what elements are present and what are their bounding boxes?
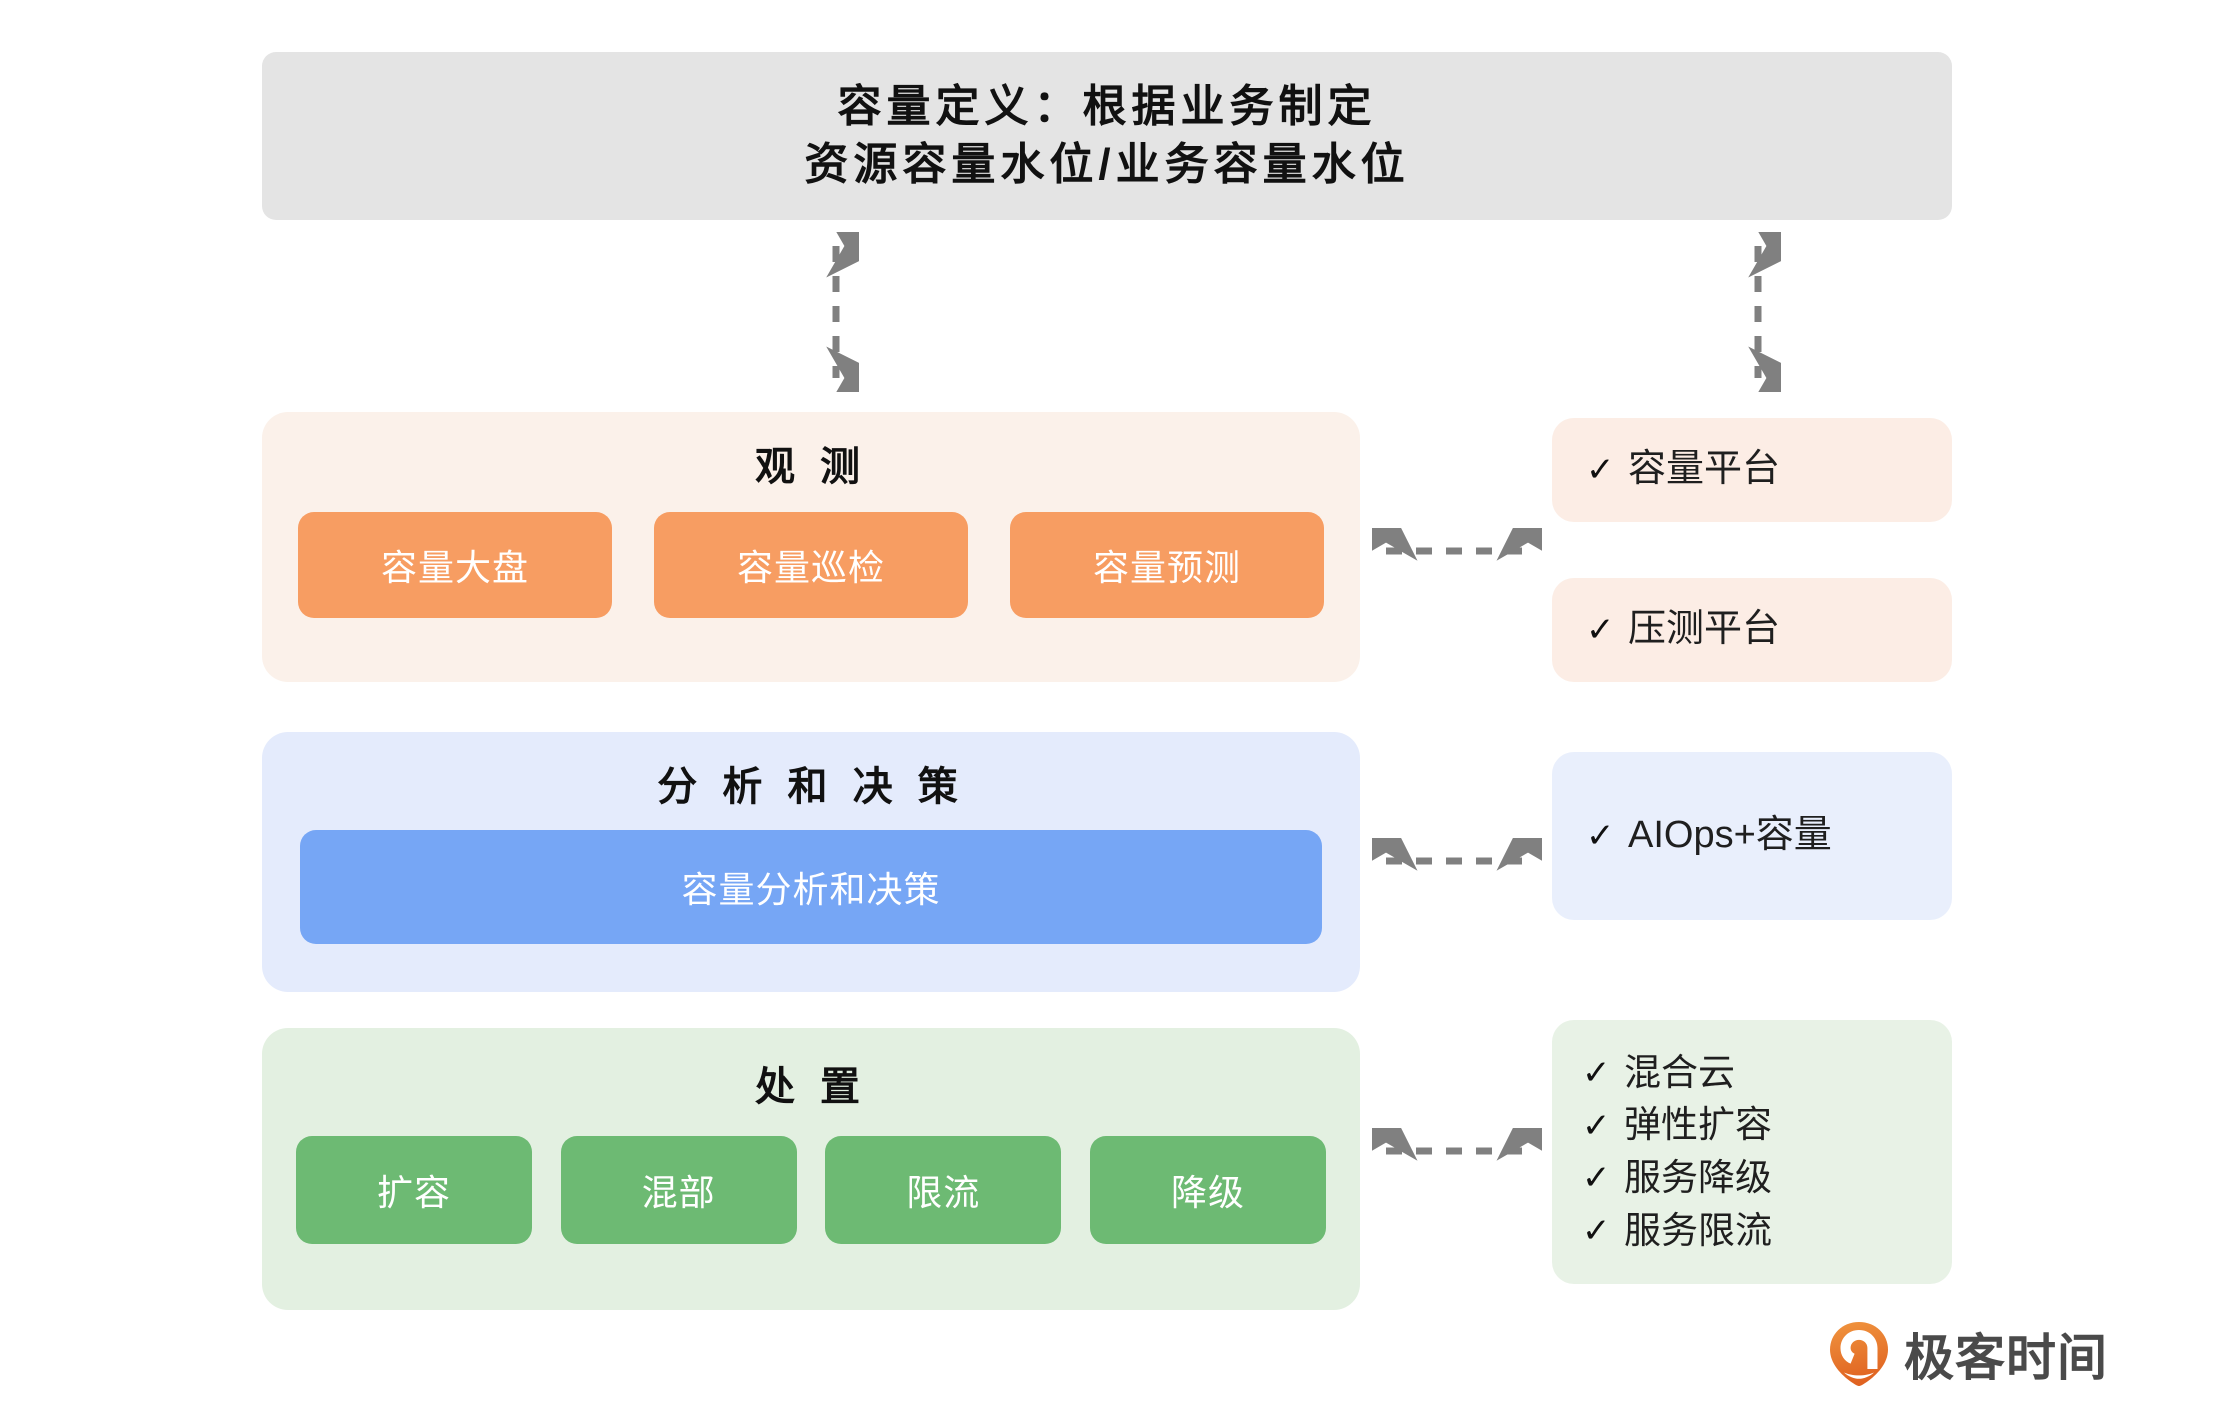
panel-label-service-rate-limit: 服务限流 xyxy=(1624,1209,1772,1251)
arrow-analyze-to-aiops xyxy=(1372,838,1542,871)
panel-label-stress-platform: 压测平台 xyxy=(1628,608,1781,651)
panel-item-service-degradation: ✓ 服务降级 xyxy=(1582,1152,1952,1205)
panel-capacity-platform: ✓ 容量平台 xyxy=(1552,418,1952,522)
panel-item-service-rate-limit: ✓ 服务限流 xyxy=(1582,1205,1952,1258)
banner-line-1: 容量定义：根据业务制定 xyxy=(837,81,1377,131)
panel-handling-capabilities: ✓ 混合云 ✓ 弹性扩容 ✓ 服务降级 ✓ 服务限流 xyxy=(1552,1020,1952,1284)
geektime-logo-icon xyxy=(1830,1322,1888,1386)
stage-dispose-title: 处 置 xyxy=(754,1065,868,1109)
panel-label-aiops-capacity: AIOps+容量 xyxy=(1628,814,1832,857)
panel-label-capacity-platform: 容量平台 xyxy=(1628,448,1781,491)
check-icon: ✓ xyxy=(1586,610,1615,649)
stage-analyze-title: 分 析 和 决 策 xyxy=(657,765,965,809)
brand-name: 极客时间 xyxy=(1904,1330,2108,1386)
arrow-observe-to-platforms xyxy=(1372,528,1542,561)
panel-item-elastic-scaling: ✓ 弹性扩容 xyxy=(1582,1099,1952,1152)
chip-colocation[interactable]: 混部 xyxy=(560,1136,797,1244)
panel-label-elastic-scaling: 弹性扩容 xyxy=(1624,1104,1772,1146)
panel-item-aiops-capacity: ✓ AIOps+容量 xyxy=(1586,809,1952,863)
panel-item-hybrid-cloud: ✓ 混合云 xyxy=(1582,1047,1952,1100)
banner-line-2: 资源容量水位/业务容量水位 xyxy=(804,140,1410,189)
arrow-dispose-to-handling xyxy=(1372,1128,1542,1161)
arrow-banner-to-capacity-panel xyxy=(1748,232,1781,392)
chip-degradation[interactable]: 降级 xyxy=(1089,1136,1326,1244)
chip-capacity-forecast[interactable]: 容量预测 xyxy=(1010,512,1324,618)
panel-label-hybrid-cloud: 混合云 xyxy=(1624,1051,1735,1093)
panel-stress-platform: ✓ 压测平台 xyxy=(1552,578,1952,682)
stage-dispose: 处 置 扩容 混部 限流 降级 xyxy=(262,1028,1360,1310)
brand-logo: 极客时间 xyxy=(1828,1318,2108,1390)
stage-observe-chip-row: 容量大盘 容量巡检 容量预测 xyxy=(262,512,1360,618)
stage-observe: 观 测 容量大盘 容量巡检 容量预测 xyxy=(262,412,1360,682)
panel-item-stress-platform: ✓ 压测平台 xyxy=(1586,603,1952,657)
chip-capacity-dashboard[interactable]: 容量大盘 xyxy=(298,512,612,618)
check-icon: ✓ xyxy=(1582,1159,1611,1198)
check-icon: ✓ xyxy=(1586,816,1615,855)
check-icon: ✓ xyxy=(1582,1054,1611,1093)
chip-capacity-inspection[interactable]: 容量巡检 xyxy=(654,512,968,618)
check-icon: ✓ xyxy=(1586,450,1615,489)
panel-aiops-capacity: ✓ AIOps+容量 xyxy=(1552,752,1952,920)
check-icon: ✓ xyxy=(1582,1211,1611,1250)
arrow-banner-to-observe xyxy=(826,232,859,392)
chip-capacity-analysis-decision[interactable]: 容量分析和决策 xyxy=(300,830,1322,944)
stage-observe-title: 观 测 xyxy=(754,445,868,489)
check-icon: ✓ xyxy=(1582,1106,1611,1145)
chip-rate-limit[interactable]: 限流 xyxy=(825,1136,1062,1244)
panel-item-capacity-platform: ✓ 容量平台 xyxy=(1586,443,1952,497)
panel-label-service-degradation: 服务降级 xyxy=(1624,1157,1772,1198)
stage-dispose-chip-row: 扩容 混部 限流 降级 xyxy=(262,1136,1360,1244)
stage-analyze: 分 析 和 决 策 容量分析和决策 xyxy=(262,732,1360,992)
chip-scale-out[interactable]: 扩容 xyxy=(296,1136,532,1244)
capacity-definition-banner: 容量定义：根据业务制定 资源容量水位/业务容量水位 xyxy=(262,52,1952,220)
stage-analyze-chip-row: 容量分析和决策 xyxy=(262,830,1360,944)
